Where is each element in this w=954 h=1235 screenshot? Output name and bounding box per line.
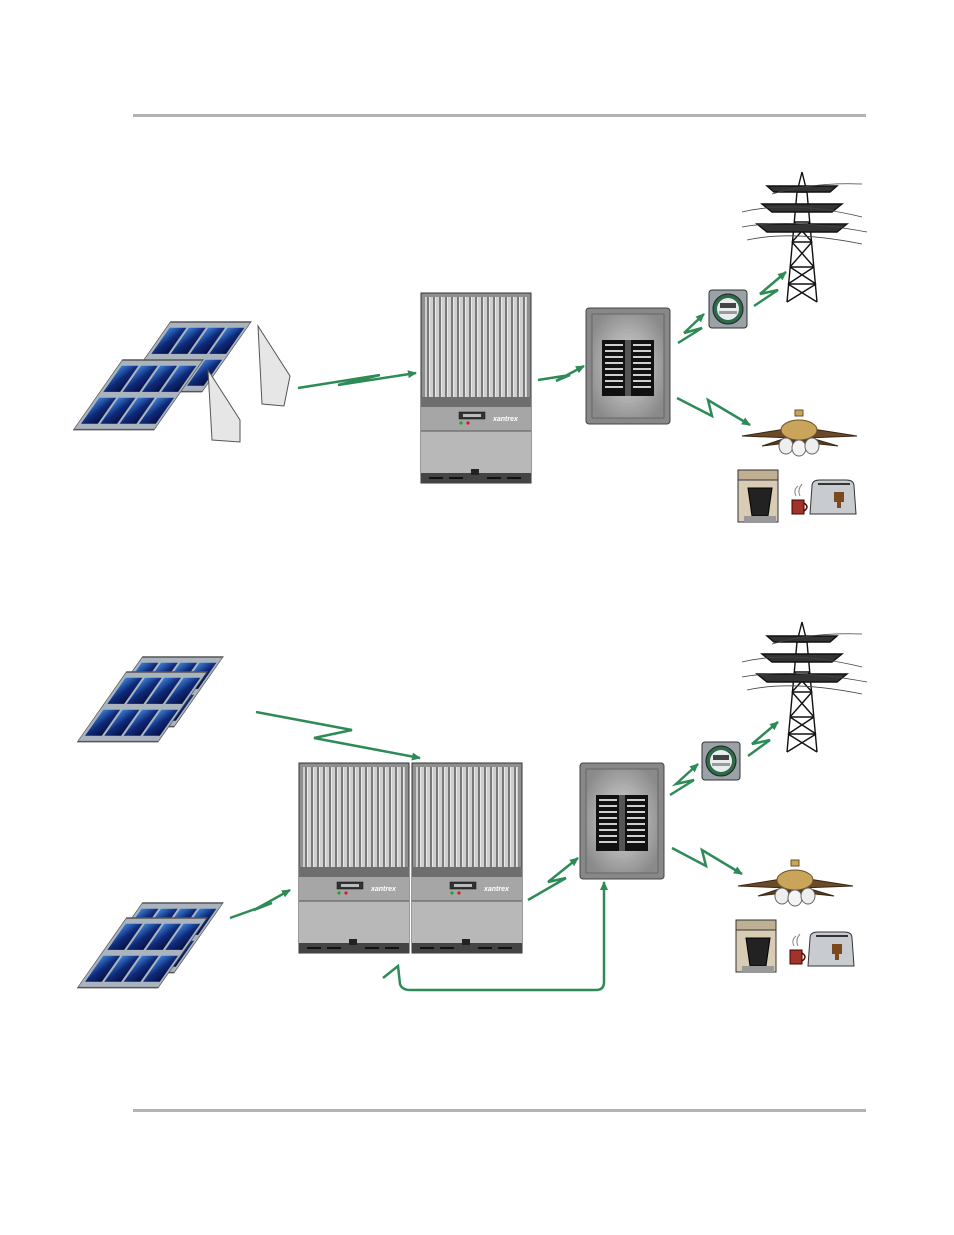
inverter-left: xantrex	[299, 763, 409, 953]
breaker-panel	[580, 763, 664, 879]
inverter-icon	[299, 763, 409, 953]
breaker-panel-icon	[580, 763, 664, 879]
arrow-lower-array-to-inverter	[230, 890, 290, 918]
arrow-breaker-to-meter	[678, 314, 704, 343]
coffee-maker-icon	[736, 920, 805, 972]
meter-icon	[702, 742, 740, 780]
breaker-panel-icon	[586, 308, 670, 424]
power-tower-icon	[742, 172, 867, 302]
solar-array-upper	[78, 657, 223, 742]
arrow-breaker-to-loads	[672, 848, 742, 874]
arrow-upper-array-to-inverter	[256, 712, 420, 758]
arrow-inverter-to-breaker	[538, 366, 584, 381]
inverter-right-brand: xantrex	[483, 886, 510, 893]
inverter-icon	[421, 293, 531, 483]
toaster-icon	[810, 480, 856, 514]
coffee-maker-icon	[738, 470, 807, 522]
arrow-breaker-to-meter	[670, 764, 698, 795]
toaster-icon	[808, 932, 854, 966]
meter-icon	[709, 290, 747, 328]
utility-meter	[709, 290, 747, 328]
diagram-top: xantrex	[74, 172, 867, 522]
power-tower-icon	[742, 622, 867, 752]
ceiling-fan-icon	[742, 410, 857, 456]
utility-meter	[702, 742, 740, 780]
utility-tower	[742, 172, 867, 302]
arrow-breaker-to-loads	[677, 398, 750, 425]
household-loads	[738, 410, 857, 522]
arrow-meter-to-tower	[754, 272, 786, 306]
ceiling-fan-icon	[738, 860, 853, 906]
arrow-meter-to-tower	[748, 722, 778, 756]
household-loads	[736, 860, 854, 972]
solar-array	[74, 322, 290, 442]
solar-array-lower	[78, 903, 223, 988]
inverter-right: xantrex	[412, 763, 522, 953]
arrow-solar-to-inverter	[298, 373, 416, 388]
inverter-icon	[412, 763, 522, 953]
utility-tower	[742, 622, 867, 752]
inverter-brand: xantrex	[492, 416, 519, 423]
inverter: xantrex	[421, 293, 531, 483]
inverter-left-brand: xantrex	[370, 886, 397, 893]
solar-panel-icon	[74, 360, 203, 430]
breaker-panel	[586, 308, 670, 424]
diagram-bottom: xantrex xantrex	[78, 622, 867, 990]
arrow-inverter-to-breaker	[528, 858, 578, 900]
